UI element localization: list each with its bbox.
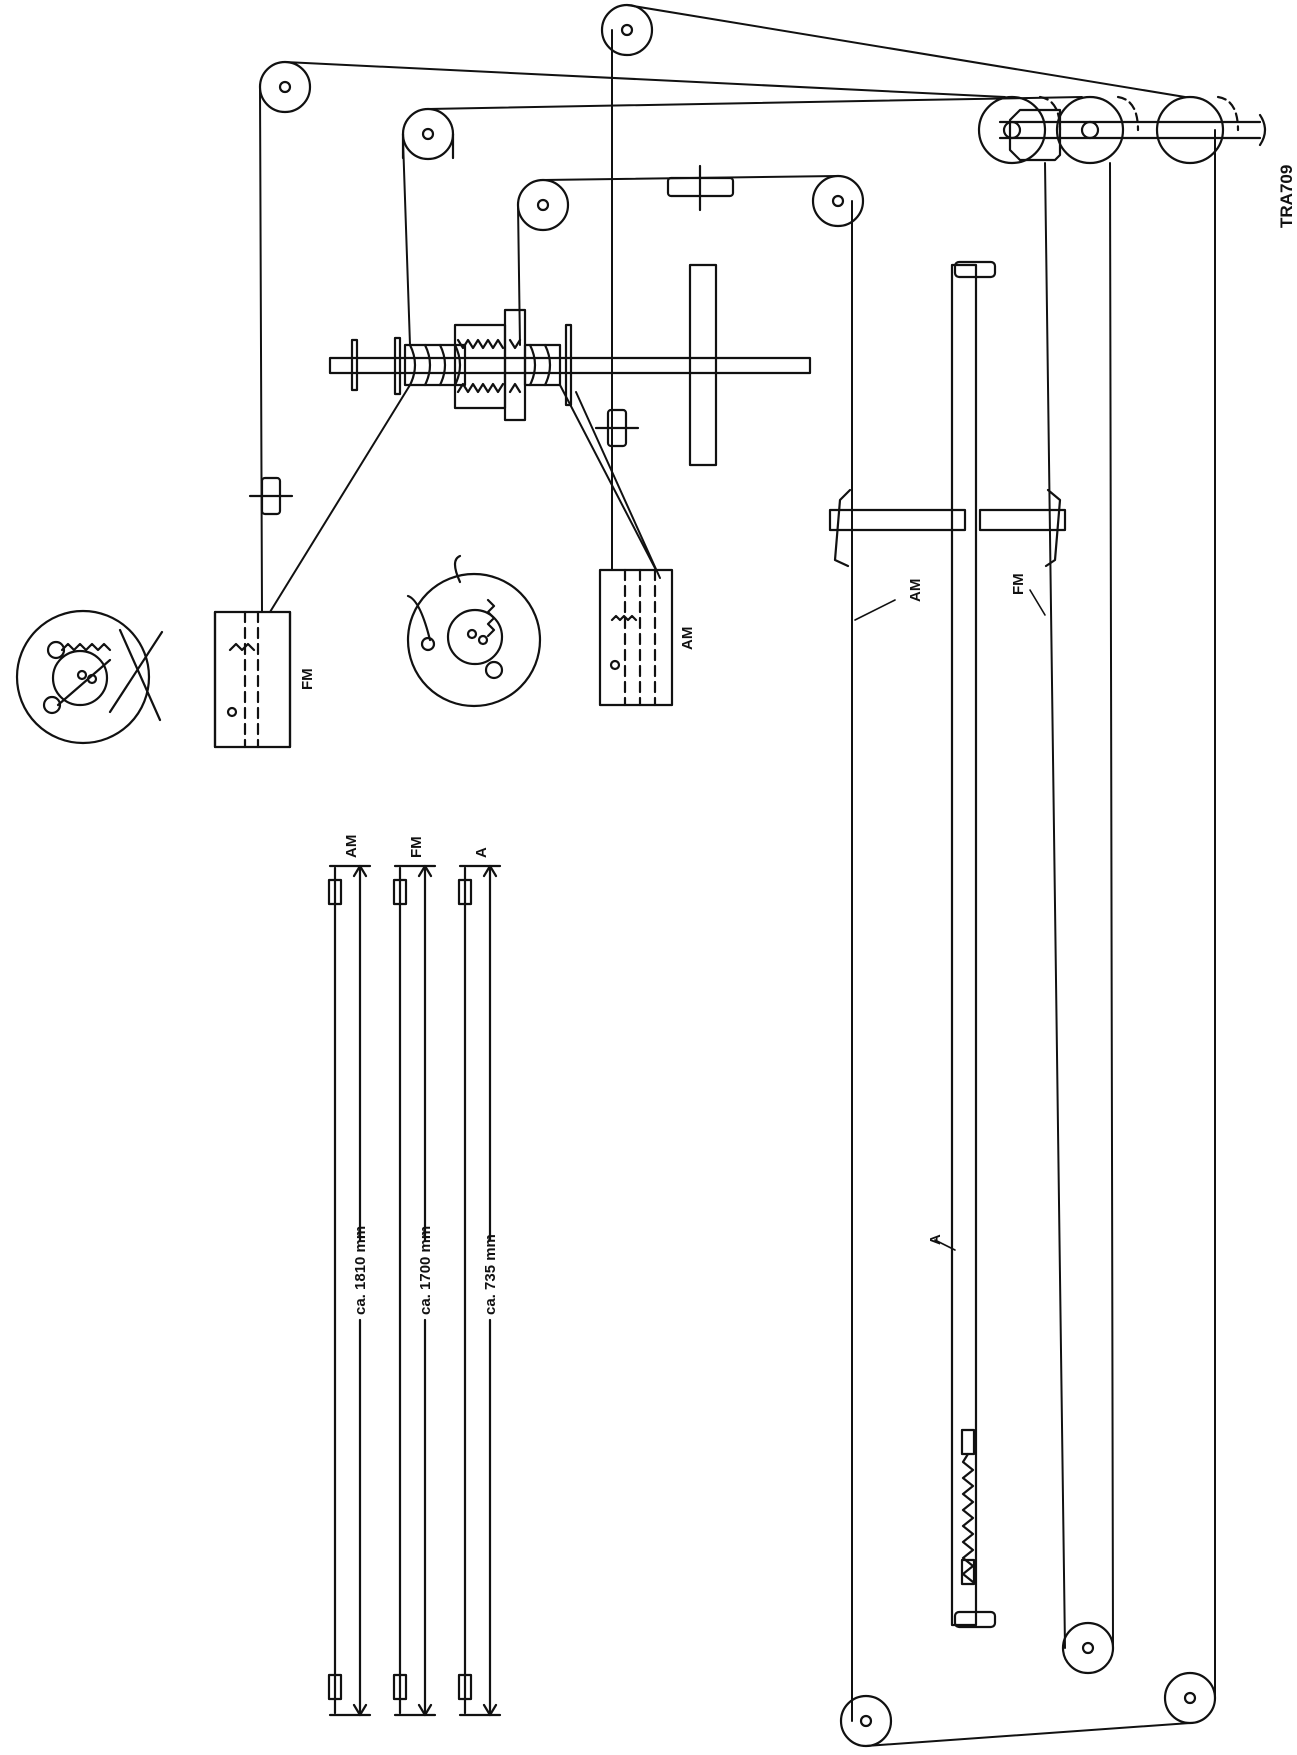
- pointer-rod: [950, 260, 997, 1629]
- cord-reference-fm: [392, 864, 437, 1717]
- tuning-shaft: [328, 263, 812, 467]
- pulley-b1: [839, 1694, 893, 1748]
- cord-a-label: A: [927, 1234, 944, 1245]
- am-drum: [598, 568, 674, 707]
- pulley-b2: [1061, 1621, 1115, 1675]
- pulley-p2: [600, 3, 654, 57]
- cord-length-name-a: A: [473, 847, 490, 858]
- cord-length-am: ca. 1810 mm: [352, 1226, 369, 1315]
- cord-length-fm: ca. 1700 mm: [417, 1226, 434, 1315]
- pointer-am: [828, 488, 967, 568]
- pulley-p4: [516, 178, 570, 232]
- pulley-b3: [1163, 1671, 1217, 1725]
- cord-runs: [259, 4, 1216, 1747]
- cord-reference-am: [327, 864, 372, 1717]
- label-leaders: [854, 589, 1046, 1251]
- cord-length-name-am: AM: [343, 835, 360, 858]
- right-shaft-pulleys: [977, 95, 1267, 165]
- cord-guide-top: [666, 164, 735, 212]
- cord-fm-label: FM: [1010, 573, 1027, 595]
- tension-spring: [960, 1428, 976, 1586]
- top-pulleys: [258, 3, 865, 232]
- drum-detail: [406, 554, 542, 708]
- cord-reference-a: [457, 864, 502, 1717]
- fm-drum: [213, 610, 292, 749]
- drum-am-label: AM: [679, 627, 696, 650]
- pulley-p1: [258, 60, 312, 114]
- drawing-code-label: TRA709: [1277, 165, 1296, 228]
- cord-guide-mid: [594, 408, 640, 448]
- cord-length-a: ca. 735 mm: [482, 1234, 499, 1315]
- drum-fm-label: FM: [299, 668, 316, 690]
- cord-length-name-fm: FM: [408, 836, 425, 858]
- bottom-pulleys: [839, 1621, 1217, 1748]
- cord-guide-left: [248, 476, 294, 516]
- cord-am-label: AM: [907, 579, 924, 602]
- drum-detail-crossed: [15, 609, 164, 745]
- pointer-fm: [978, 488, 1067, 568]
- pulley-p5: [811, 174, 865, 228]
- pulley-p3: [401, 107, 455, 161]
